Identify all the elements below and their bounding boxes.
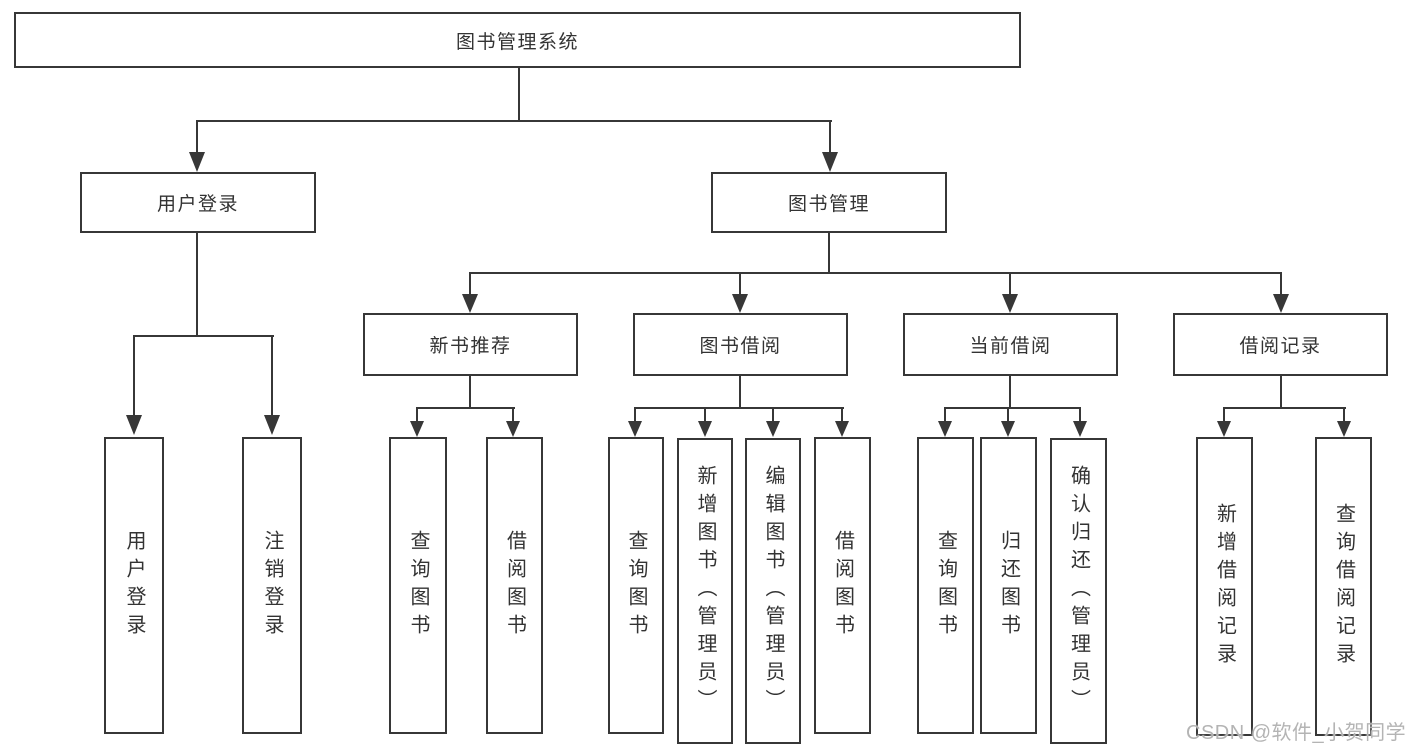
connector-line	[634, 407, 636, 421]
leaf-confirm-return-admin-label: 确认归还（管理员）	[1067, 465, 1090, 717]
arrowhead-down-icon	[938, 421, 952, 437]
node-library-system: 图书管理系统	[14, 12, 1021, 68]
leaf-borrow-books-label: 借阅图书	[831, 529, 854, 642]
connector-line	[704, 407, 706, 421]
connector-line	[829, 120, 831, 152]
connector-line	[944, 407, 1081, 409]
leaf-query-books-recommend-label: 查询图书	[407, 529, 429, 642]
connector-line	[196, 233, 198, 335]
leaf-logout: 注销登录	[242, 437, 302, 734]
node-current-borrow-label: 当前借阅	[969, 336, 1052, 357]
leaf-query-books-current: 查询图书	[917, 437, 974, 734]
leaf-query-books-borrow-label: 查询图书	[625, 529, 647, 642]
node-book-borrow-label: 图书借阅	[699, 336, 782, 357]
connector-line	[1280, 272, 1282, 294]
leaf-logout-label: 注销登录	[261, 529, 283, 642]
leaf-borrow-books-recommend: 借阅图书	[486, 437, 543, 734]
node-new-book-recommend-label: 新书推荐	[429, 336, 512, 357]
node-borrow-records-label: 借阅记录	[1239, 336, 1322, 357]
leaf-query-books-current-label: 查询图书	[934, 529, 957, 642]
connector-line	[469, 272, 1282, 274]
node-current-borrow: 当前借阅	[903, 313, 1118, 376]
connector-line	[196, 120, 832, 122]
connector-line	[1007, 407, 1009, 421]
arrowhead-down-icon	[506, 421, 520, 437]
connector-line	[1343, 407, 1345, 421]
leaf-user-login-label: 用户登录	[123, 529, 145, 642]
connector-line	[518, 68, 520, 120]
node-new-book-recommend: 新书推荐	[363, 313, 578, 376]
node-borrow-records: 借阅记录	[1173, 313, 1388, 376]
leaf-return-books-label: 归还图书	[997, 529, 1020, 642]
node-book-management: 图书管理	[711, 172, 947, 233]
leaf-borrow-books-recommend-label: 借阅图书	[503, 529, 526, 642]
leaf-return-books: 归还图书	[980, 437, 1037, 734]
node-user-login: 用户登录	[80, 172, 316, 233]
arrowhead-down-icon	[1001, 421, 1015, 437]
arrowhead-down-icon	[410, 421, 424, 437]
arrowhead-down-icon	[264, 415, 280, 435]
arrowhead-down-icon	[698, 421, 712, 437]
connector-line	[1223, 407, 1346, 409]
connector-line	[133, 335, 135, 415]
connector-line	[133, 335, 274, 337]
connector-line	[196, 120, 198, 152]
arrowhead-down-icon	[1273, 294, 1289, 313]
leaf-add-borrow-record-label: 新增借阅记录	[1213, 502, 1236, 671]
arrowhead-down-icon	[1217, 421, 1231, 437]
arrowhead-down-icon	[822, 152, 838, 172]
leaf-query-books-borrow: 查询图书	[608, 437, 664, 734]
node-library-system-label: 图书管理系统	[455, 31, 579, 53]
leaf-query-borrow-record-label: 查询借阅记录	[1332, 502, 1355, 671]
leaf-borrow-books: 借阅图书	[814, 437, 871, 734]
leaf-confirm-return-admin: 确认归还（管理员）	[1050, 438, 1107, 744]
node-book-borrow: 图书借阅	[633, 313, 848, 376]
leaf-query-books-recommend: 查询图书	[389, 437, 447, 734]
leaf-add-books-admin: 新增图书（管理员）	[677, 438, 733, 744]
connector-line	[944, 407, 946, 421]
leaf-add-borrow-record: 新增借阅记录	[1196, 437, 1253, 736]
csdn-watermark: CSDN @软件_小贺同学	[1186, 722, 1405, 744]
arrowhead-down-icon	[628, 421, 642, 437]
connector-line	[512, 407, 514, 421]
connector-line	[469, 272, 471, 294]
arrowhead-down-icon	[835, 421, 849, 437]
connector-line	[739, 272, 741, 294]
connector-line	[1009, 376, 1011, 407]
connector-line	[1223, 407, 1225, 421]
node-user-login-label: 用户登录	[156, 194, 239, 215]
arrowhead-down-icon	[126, 415, 142, 435]
connector-line	[1079, 407, 1081, 421]
connector-line	[271, 335, 273, 415]
leaf-add-books-admin-label: 新增图书（管理员）	[694, 465, 716, 717]
connector-line	[739, 376, 741, 407]
connector-line	[416, 407, 515, 409]
connector-line	[634, 407, 844, 409]
connector-line	[416, 407, 418, 421]
leaf-user-login: 用户登录	[104, 437, 164, 734]
connector-line	[1009, 272, 1011, 294]
arrowhead-down-icon	[732, 294, 748, 313]
leaf-query-borrow-record: 查询借阅记录	[1315, 437, 1372, 736]
connector-line	[828, 233, 830, 272]
leaf-edit-books-admin-label: 编辑图书（管理员）	[762, 465, 784, 717]
arrowhead-down-icon	[1002, 294, 1018, 313]
arrowhead-down-icon	[1337, 421, 1351, 437]
connector-line	[469, 376, 471, 407]
arrowhead-down-icon	[1073, 421, 1087, 437]
connector-line	[772, 407, 774, 421]
arrowhead-down-icon	[766, 421, 780, 437]
connector-line	[1280, 376, 1282, 407]
leaf-edit-books-admin: 编辑图书（管理员）	[745, 438, 801, 744]
arrowhead-down-icon	[462, 294, 478, 313]
arrowhead-down-icon	[189, 152, 205, 172]
node-book-management-label: 图书管理	[787, 194, 870, 215]
connector-line	[841, 407, 843, 421]
